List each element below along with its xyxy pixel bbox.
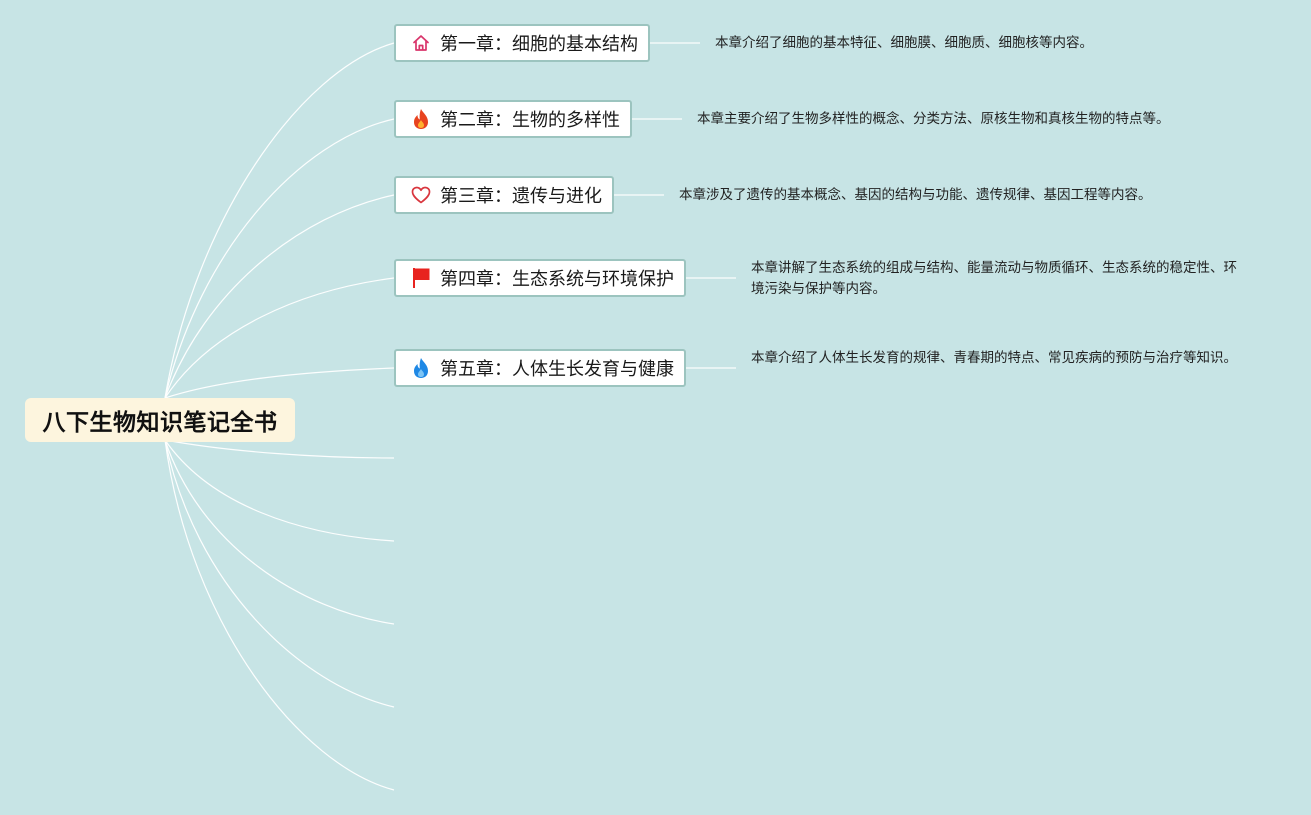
chapter-title: 第一章：细胞的基本结构 xyxy=(440,34,638,55)
flag-icon xyxy=(410,267,432,289)
chapter-note-3: 本章涉及了遗传的基本概念、基因的结构与功能、遗传规律、基因工程等内容。 xyxy=(679,187,1152,203)
connector-empty-6 xyxy=(164,439,395,459)
root-topic-label: 八下生物知识笔记全书 xyxy=(42,410,278,436)
connector-chapter-1 xyxy=(164,42,395,399)
connector-empty-10 xyxy=(164,439,395,791)
chapter-note-1: 本章介绍了细胞的基本特征、细胞膜、细胞质、细胞核等内容。 xyxy=(715,35,1093,51)
connector-empty-9 xyxy=(164,439,395,708)
chapter-note-4: 本章讲解了生态系统的组成与结构、能量流动与物质循环、生态系统的稳定性、环境污染与… xyxy=(751,260,1237,297)
root-topic[interactable]: 八下生物知识笔记全书 xyxy=(25,398,295,442)
chapter-title: 第四章：生态系统与环境保护 xyxy=(440,269,674,290)
chapter-node-1[interactable]: 第一章：细胞的基本结构 xyxy=(394,24,650,62)
house-icon xyxy=(410,32,432,54)
connector-chapter-3 xyxy=(164,194,395,399)
connector-chapter-4 xyxy=(164,277,395,399)
connector-empty-8 xyxy=(164,439,395,625)
heart-icon xyxy=(410,184,432,206)
chapter-node-2[interactable]: 第二章：生物的多样性 xyxy=(394,100,632,138)
chapter-title: 第三章：遗传与进化 xyxy=(440,186,602,207)
connector-chapter-5 xyxy=(164,367,395,399)
chapter-note-5: 本章介绍了人体生长发育的规律、青春期的特点、常见疾病的预防与治疗等知识。 xyxy=(751,350,1237,366)
fire-icon xyxy=(410,108,432,130)
chapter-note-2: 本章主要介绍了生物多样性的概念、分类方法、原核生物和真核生物的特点等。 xyxy=(697,111,1170,127)
connector-chapter-2 xyxy=(164,118,395,399)
chapter-node-4[interactable]: 第四章：生态系统与环境保护 xyxy=(394,259,686,297)
chapter-title: 第二章：生物的多样性 xyxy=(440,110,620,131)
chapter-node-3[interactable]: 第三章：遗传与进化 xyxy=(394,176,614,214)
flame-blue-icon xyxy=(410,357,432,379)
connector-empty-7 xyxy=(164,439,395,542)
chapter-title: 第五章：人体生长发育与健康 xyxy=(440,359,674,380)
chapter-node-5[interactable]: 第五章：人体生长发育与健康 xyxy=(394,349,686,387)
